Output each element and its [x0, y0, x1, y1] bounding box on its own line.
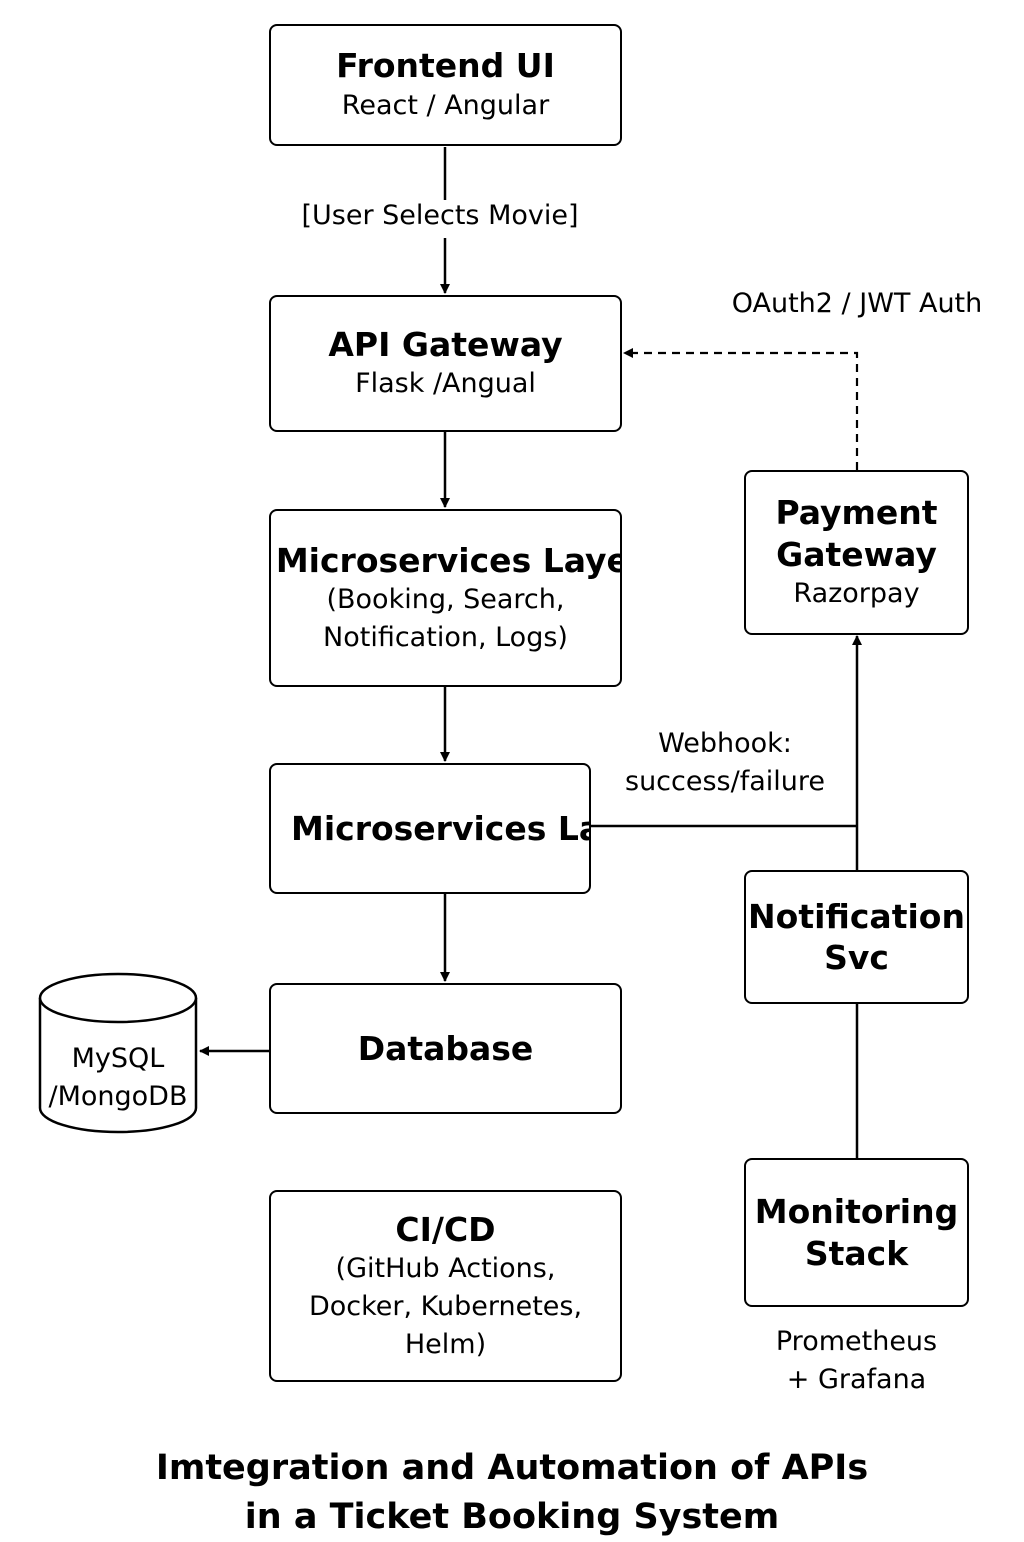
arrow-payment-to-gateway-dashed: [623, 348, 859, 470]
microservices-layer-node: Microservices Layer (Booking, Search, No…: [269, 509, 622, 687]
api-gateway-subtitle: Flask /Angual: [355, 368, 536, 400]
notification-svc-title: Notification Svc: [748, 896, 965, 977]
database-cylinder-top: [38, 972, 198, 1024]
user-selects-movie-label: [User Selects Movie]: [301, 200, 579, 231]
database-store-label: MySQL /MongoDB: [48, 1043, 188, 1112]
frontend-ui-subtitle: React / Angular: [341, 89, 550, 121]
microservices-layer-2-node: Microservices Layer: [269, 763, 591, 894]
webhook-label: Webhook: success/failure: [625, 728, 825, 797]
api-gateway-node: API Gateway Flask /Angual: [269, 295, 622, 432]
api-gateway-title: API Gateway: [328, 324, 563, 364]
cicd-title: CI/CD: [395, 1209, 496, 1249]
frontend-ui-title: Frontend UI: [336, 46, 555, 86]
microservices-layer-title: Microservices Layer: [275, 540, 622, 580]
payment-gateway-title: Payment Gateway: [775, 493, 938, 574]
microservices-layer-2-title: Microservices Layer: [291, 808, 589, 848]
payment-gateway-subtitle: Razorpay: [793, 577, 920, 609]
database-cylinder-icon: [38, 998, 198, 1134]
cicd-subtitle: (GitHub Actions, Docker, Kubernetes, Hel…: [308, 1252, 583, 1360]
payment-gateway-node: Payment Gateway Razorpay: [744, 470, 969, 635]
notification-svc-node: Notification Svc: [744, 870, 969, 1004]
oauth-label: OAuth2 / JWT Auth: [731, 288, 983, 319]
diagram-title: Imtegration and Automation of APIs in a …: [155, 1448, 869, 1537]
frontend-ui-node: Frontend UI React / Angular: [269, 24, 622, 146]
cicd-node: CI/CD (GitHub Actions, Docker, Kubernete…: [269, 1190, 622, 1382]
monitoring-stack-node: Monitoring Stack: [744, 1158, 969, 1307]
monitoring-stack-title: Monitoring Stack: [754, 1192, 959, 1273]
database-title: Database: [357, 1028, 534, 1068]
database-node: Database: [269, 983, 622, 1114]
microservices-layer-subtitle: (Booking, Search, Notification, Logs): [323, 583, 568, 653]
monitoring-tools-label: Prometheus + Grafana: [775, 1326, 938, 1395]
